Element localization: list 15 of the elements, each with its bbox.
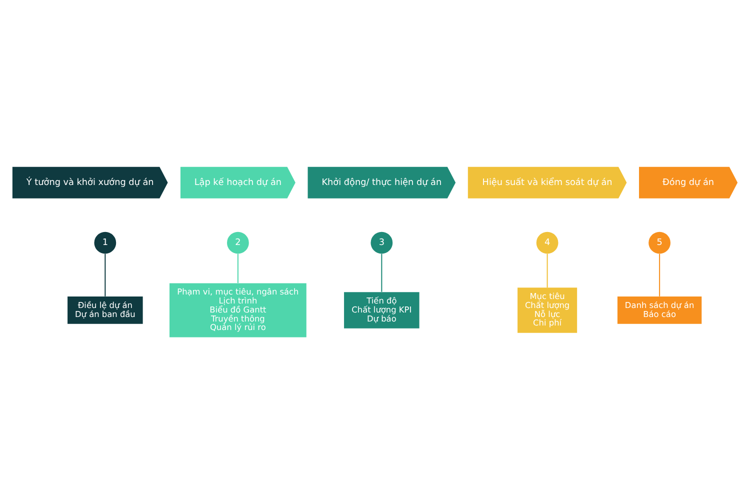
connector (237, 254, 238, 284)
node-circle: 2 (227, 232, 249, 254)
node-box: Tiến độ Chất lượng KPI Dự báo (344, 292, 420, 328)
connector (546, 254, 548, 288)
connector (381, 254, 382, 292)
connector (104, 254, 106, 296)
node-circle: 1 (94, 232, 116, 254)
node-circle: 5 (648, 232, 670, 254)
node-box: Mục tiêu Chất lượng Nỗ lực Chi phí (518, 288, 578, 333)
node-circle: 4 (536, 232, 558, 254)
node-box: Danh sách dự án Báo cáo (617, 296, 702, 324)
node-box: Điều lệ dự án Dự án ban đầu (68, 296, 143, 324)
node-circle: 3 (370, 232, 393, 254)
node-box: Phạm vi, mục tiêu, ngân sách Lịch trình Biểu đồ Gantt Truyền thông Quản lý rủi ro (170, 283, 306, 338)
connector (659, 254, 660, 296)
